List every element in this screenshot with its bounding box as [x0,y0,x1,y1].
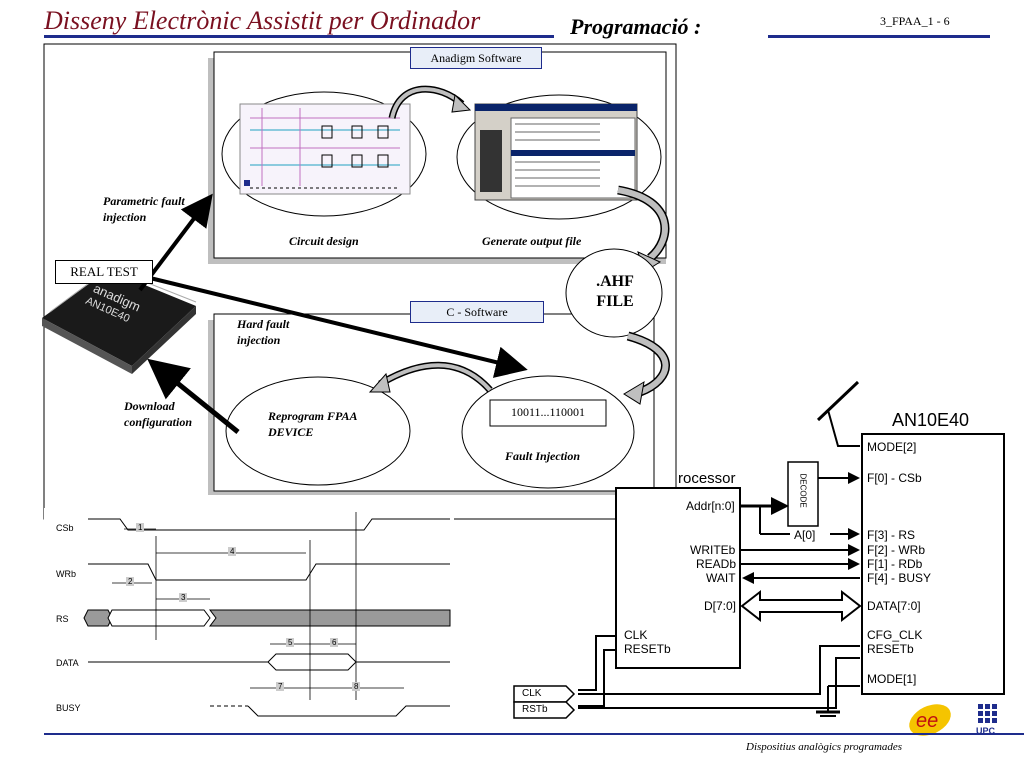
upc-logo-text: UPC [976,726,996,736]
svg-text:ee: ee [916,710,938,732]
header-rule-right [768,35,990,38]
anadigm-software-label: Anadigm Software [410,47,542,69]
timing-marker-3: 3 [179,593,188,602]
timing-marker-1: 1 [136,523,145,532]
timing-diagram [44,508,454,730]
input-clk: CLK [522,688,542,699]
pin-a0: A[0] [794,528,816,542]
pin-mode2: MODE[2] [867,440,917,454]
signal-rs: RS [56,614,69,624]
timing-marker-4: 4 [228,547,237,556]
ee-logo: ee [909,704,951,736]
pin-clk: CLK [624,628,648,642]
signal-data: DATA [56,658,79,668]
bitstream-box [489,399,607,427]
signal-csb: CSb [56,523,74,533]
pin-addr: Addr[n:0] [686,499,735,513]
ahf-file-ellipse [565,248,663,338]
arrow-hard-fault [149,276,528,378]
download-config-label: Download configuration [124,399,193,429]
fault-injection-ellipse [461,375,635,489]
pin-d: D[7:0] [704,599,737,613]
c-software-label: C - Software [410,301,544,323]
generate-output-caption: Generate output file [482,234,582,248]
slide-title: Disseny Electrònic Assistit per Ordinado… [44,6,481,35]
pin-resetb-proc: RESETb [624,642,671,656]
circuit-design-image [239,103,411,195]
circuit-design-caption: Circuit design [289,234,359,248]
fpaa-chip-image [42,265,197,374]
slide-code: 3_FPAA_1 - 6 [880,14,950,28]
pin-mode1: MODE[1] [867,672,917,686]
ahf-file-text: .AHF FILE [596,273,634,310]
timing-marker-5: 5 [286,638,295,647]
processor-label: rocessor [678,470,736,487]
pin-readb: READb [696,557,737,571]
timing-marker-7: 7 [276,682,285,691]
input-rstb: RSTb [522,704,548,715]
reprogram-label: Reprogram FPAA DEVICE [268,409,358,439]
timing-marker-6: 6 [330,638,339,647]
device-name: AN10E40 [892,410,970,430]
pin-wait: WAIT [706,571,736,585]
parametric-fault-label: Parametric fault injection [103,194,185,224]
upc-logo-grid [978,704,997,723]
anadigm-designer-window [474,103,638,201]
pin-f4: F[4] - BUSY [867,571,932,585]
fault-injection-caption: Fault Injection [505,449,581,463]
signal-wrb: WRb [56,569,76,579]
pin-writeb: WRITEb [690,543,736,557]
pin-cfg-clk: CFG_CLK [867,628,923,642]
decode-label: DECODE [798,473,808,508]
arrow-download [147,358,240,434]
header-rule-left [44,35,554,38]
bitstream-text: 10011...110001 [510,405,586,419]
hard-fault-label: Hard fault injection [237,317,290,347]
footer-rule [44,733,1024,735]
reprogram-ellipse [225,376,411,486]
timing-marker-2: 2 [126,577,135,586]
signal-busy: BUSY [56,703,81,713]
pin-f1: F[1] - RDb [867,557,923,571]
pin-f3: F[3] - RS [867,528,916,542]
block-diagram [513,380,1005,719]
footer-text: Dispositius analògics programades [746,741,903,753]
real-test-box: REAL TEST [55,260,153,284]
timing-marker-8: 8 [352,682,361,691]
pin-f2: F[2] - WRb [867,543,926,557]
pin-f0: F[0] - CSb [867,471,922,485]
section-title: Programació : [570,14,702,39]
pin-resetb-dev: RESETb [867,642,914,656]
pin-data: DATA[7:0] [867,599,921,613]
